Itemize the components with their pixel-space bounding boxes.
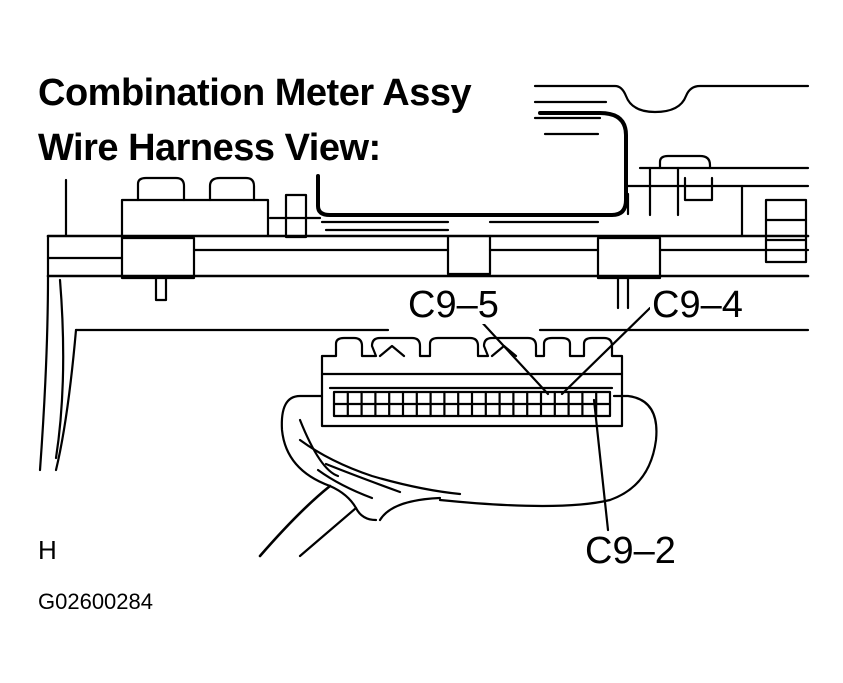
connector-c9	[320, 336, 624, 428]
pin-label-c9-4: C9–4	[650, 284, 745, 326]
harness-rail	[46, 198, 810, 310]
dash-panel	[38, 274, 810, 472]
left-bracket	[64, 176, 600, 240]
meter-housing	[316, 84, 810, 238]
pin-label-c9-5: C9–5	[406, 284, 501, 326]
pin-label-c9-2: C9–2	[585, 530, 676, 572]
figure-id: G02600284	[38, 589, 153, 614]
pin-cavities	[346, 390, 598, 418]
wire-bundle	[258, 394, 658, 558]
diagram-title: Combination Meter Assy	[38, 72, 472, 114]
callout-leaders	[476, 306, 652, 532]
diagram-subtitle: Wire Harness View:	[38, 127, 381, 169]
view-code: H	[38, 535, 57, 565]
